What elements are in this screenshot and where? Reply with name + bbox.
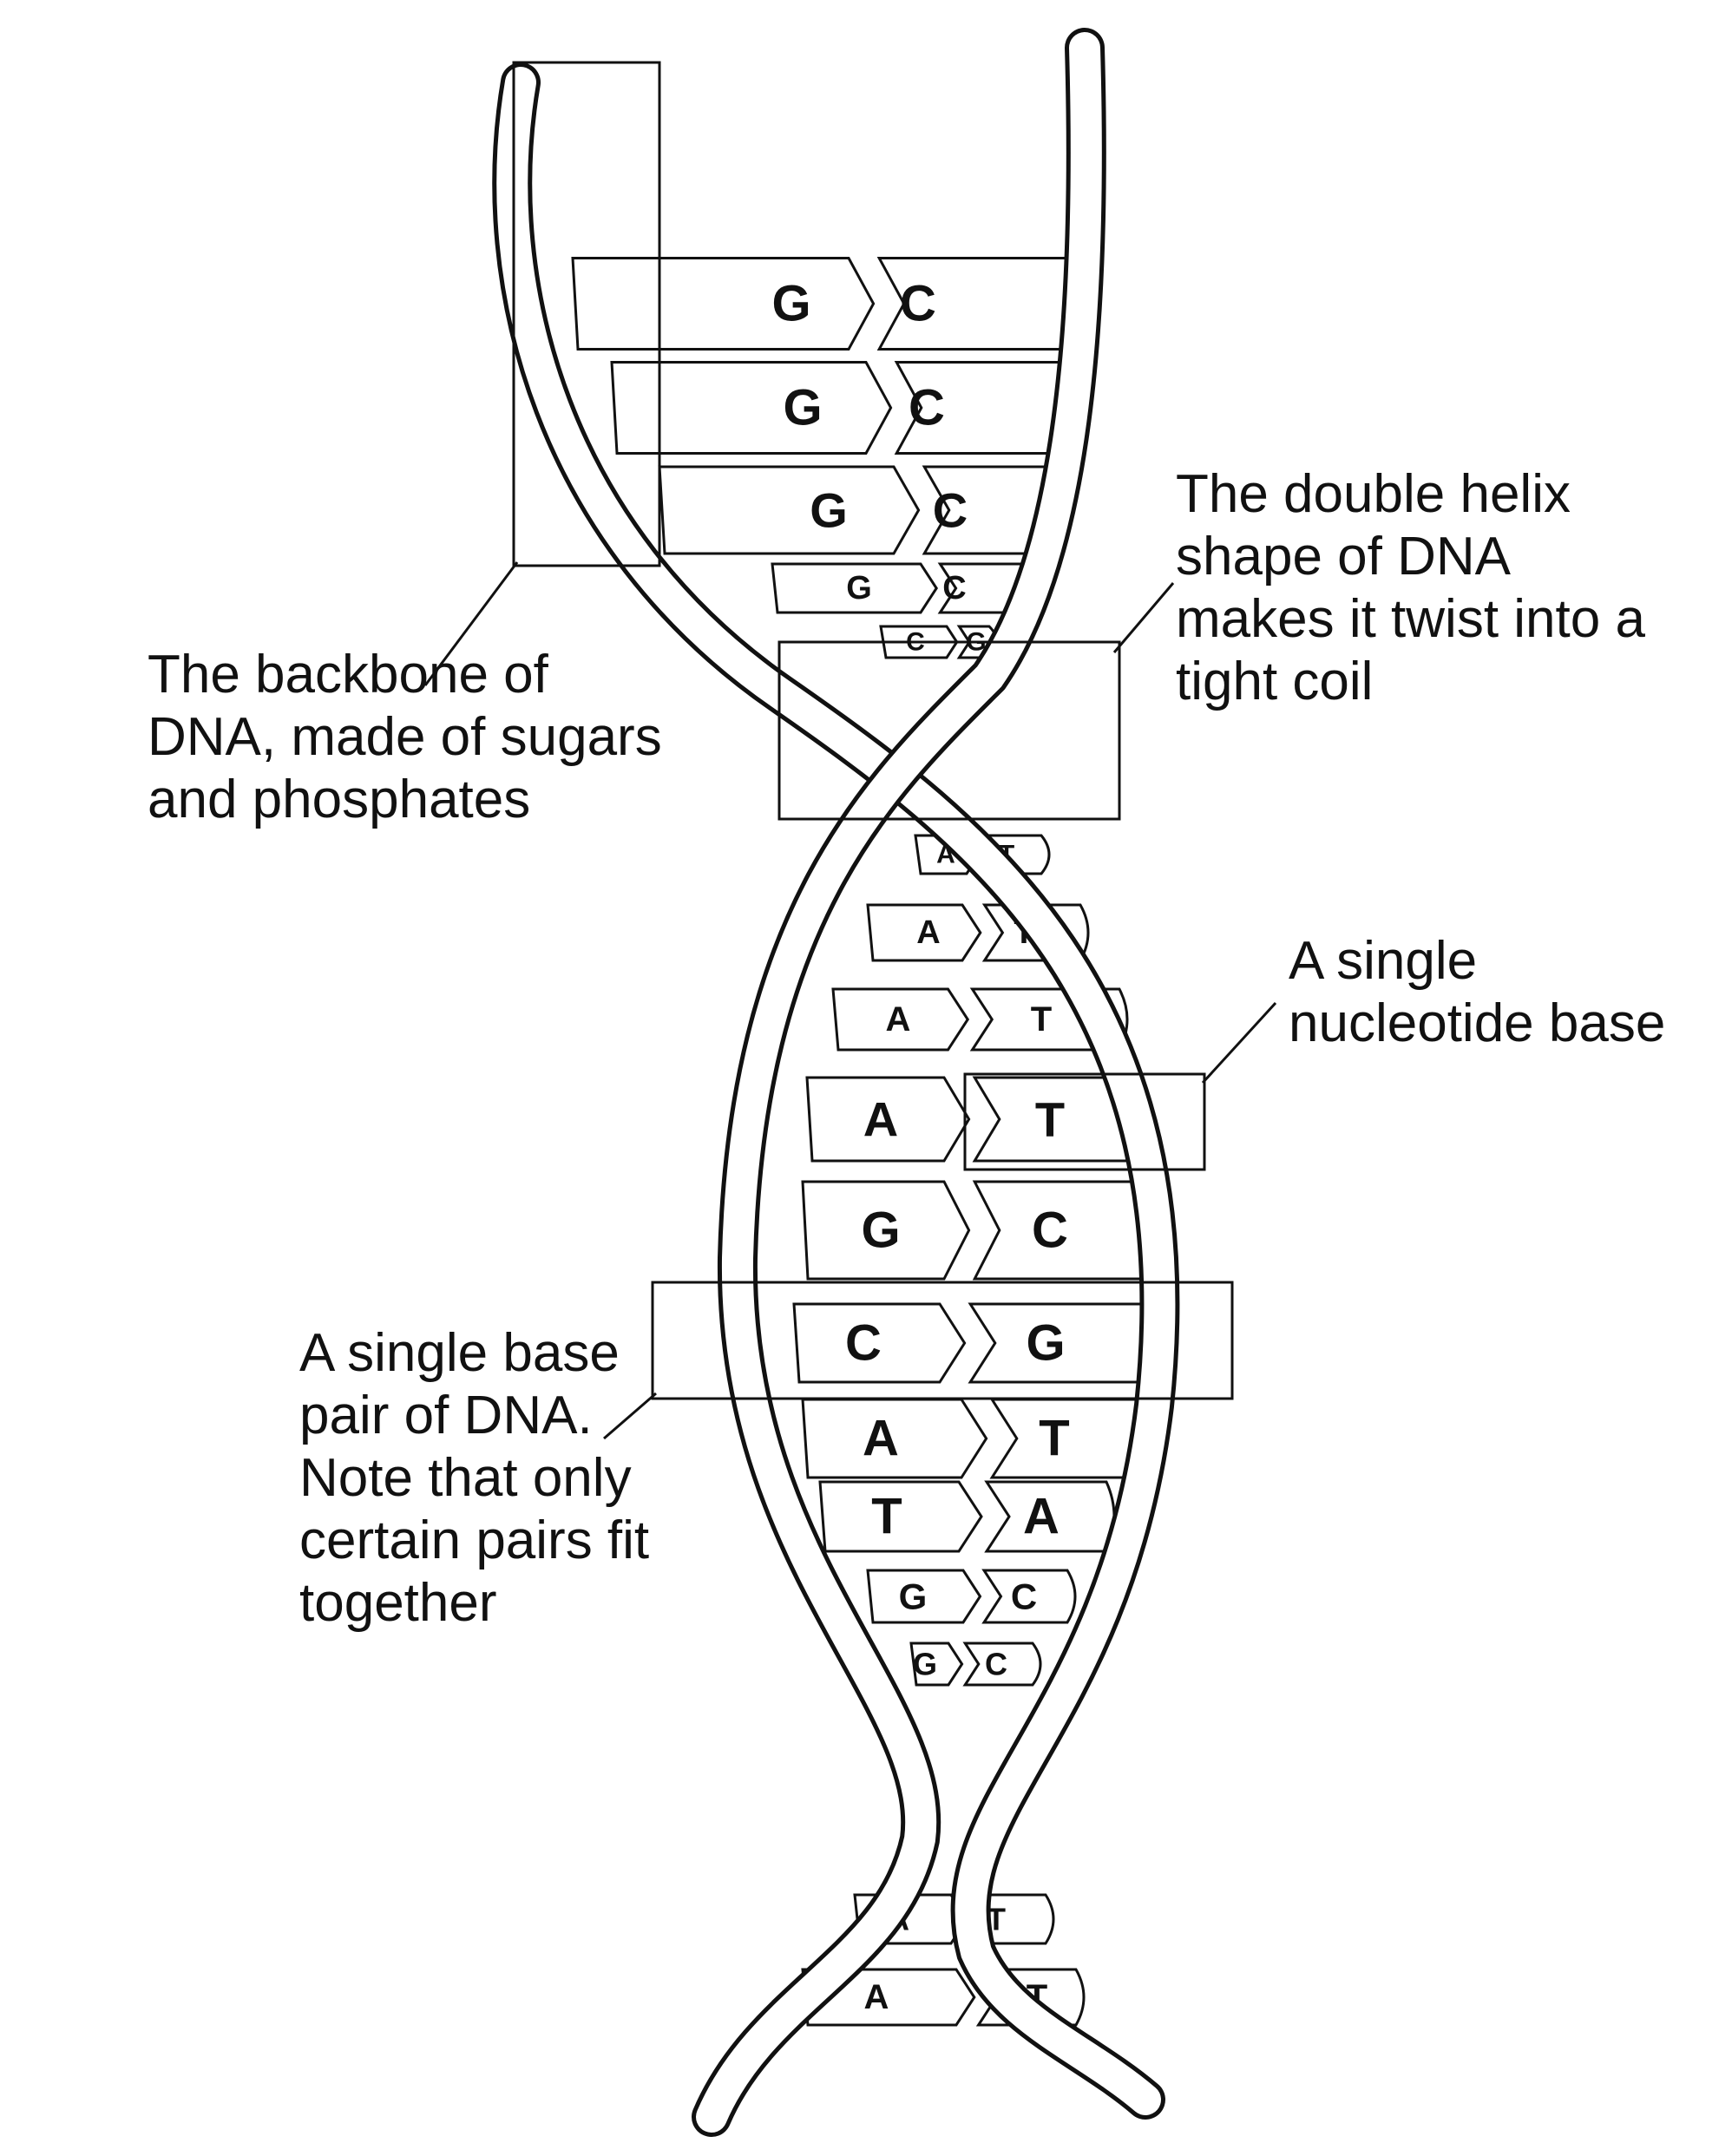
- base-right-block-14: [962, 1642, 1042, 1687]
- base-label-left-3: G: [846, 570, 872, 606]
- base-left-block-2: [658, 465, 921, 555]
- base-label-left-16: A: [864, 1978, 889, 2016]
- base-label-right-11: T: [1039, 1411, 1069, 1467]
- backbone-leader-line: [423, 561, 519, 686]
- base-label-left-8: A: [863, 1092, 898, 1147]
- helix-caption: The double helix shape of DNA makes it t…: [1176, 464, 1645, 711]
- base-label-left-10: C: [845, 1315, 882, 1372]
- base-right-block-10: [968, 1302, 1164, 1384]
- base-label-left-6: A: [916, 914, 940, 951]
- base-label-right-2: C: [933, 483, 968, 538]
- base-label-right-1: C: [909, 380, 945, 436]
- base-left-block-1: [610, 361, 893, 455]
- backbone-highlight-box: [512, 61, 661, 567]
- base-left-block-10: [792, 1302, 967, 1384]
- base-pair-leader-line: [603, 1392, 657, 1440]
- base-left-block-13: [866, 1569, 982, 1624]
- helix-highlight-box: [777, 640, 1121, 821]
- backbone-caption: The backbone of DNA, made of sugars and …: [148, 645, 662, 829]
- base-left-block-9: [801, 1180, 971, 1281]
- base-label-right-0: C: [900, 276, 936, 332]
- base-right-block-13: [981, 1569, 1077, 1624]
- backbone-strand-b-inner: [696, 32, 1102, 2133]
- base-label-right-3: C: [942, 570, 966, 606]
- base-left-block-8: [805, 1076, 971, 1163]
- base-label-right-12: A: [1023, 1489, 1060, 1545]
- base-label-right-14: C: [985, 1647, 1007, 1682]
- base-left-block-3: [771, 562, 938, 614]
- base-label-left-7: A: [886, 1000, 911, 1039]
- base-left-block-6: [866, 903, 982, 962]
- base-label-left-9: G: [861, 1203, 900, 1259]
- base-pair-highlight-box: [651, 1281, 1234, 1400]
- base-label-left-13: G: [899, 1576, 928, 1617]
- nucleotide-caption: A single nucleotide base: [1289, 931, 1666, 1053]
- nucleotide-leader-line: [1201, 1001, 1277, 1085]
- base-label-left-12: T: [871, 1489, 902, 1545]
- base-left-block-14: [909, 1642, 964, 1687]
- base-label-right-10: G: [1026, 1315, 1065, 1372]
- base-label-left-2: G: [810, 483, 848, 538]
- base-pair-caption: A single base pair of DNA. Note that onl…: [299, 1323, 650, 1633]
- base-label-right-8: T: [1035, 1092, 1065, 1147]
- base-label-right-7: T: [1031, 1000, 1052, 1039]
- base-label-right-9: C: [1032, 1203, 1068, 1259]
- base-label-left-0: G: [771, 276, 810, 332]
- backbone-strand-a-inner: [496, 67, 1176, 2115]
- helix-leader-line: [1112, 582, 1175, 653]
- base-label-left-14: G: [913, 1647, 937, 1682]
- base-label-left-11: A: [863, 1411, 899, 1467]
- base-left-block-12: [818, 1480, 983, 1553]
- base-label-left-1: G: [783, 380, 822, 436]
- base-left-block-7: [831, 987, 970, 1052]
- base-left-block-0: [571, 257, 876, 351]
- nucleotide-highlight-box: [963, 1072, 1206, 1171]
- base-label-right-13: C: [1011, 1576, 1037, 1617]
